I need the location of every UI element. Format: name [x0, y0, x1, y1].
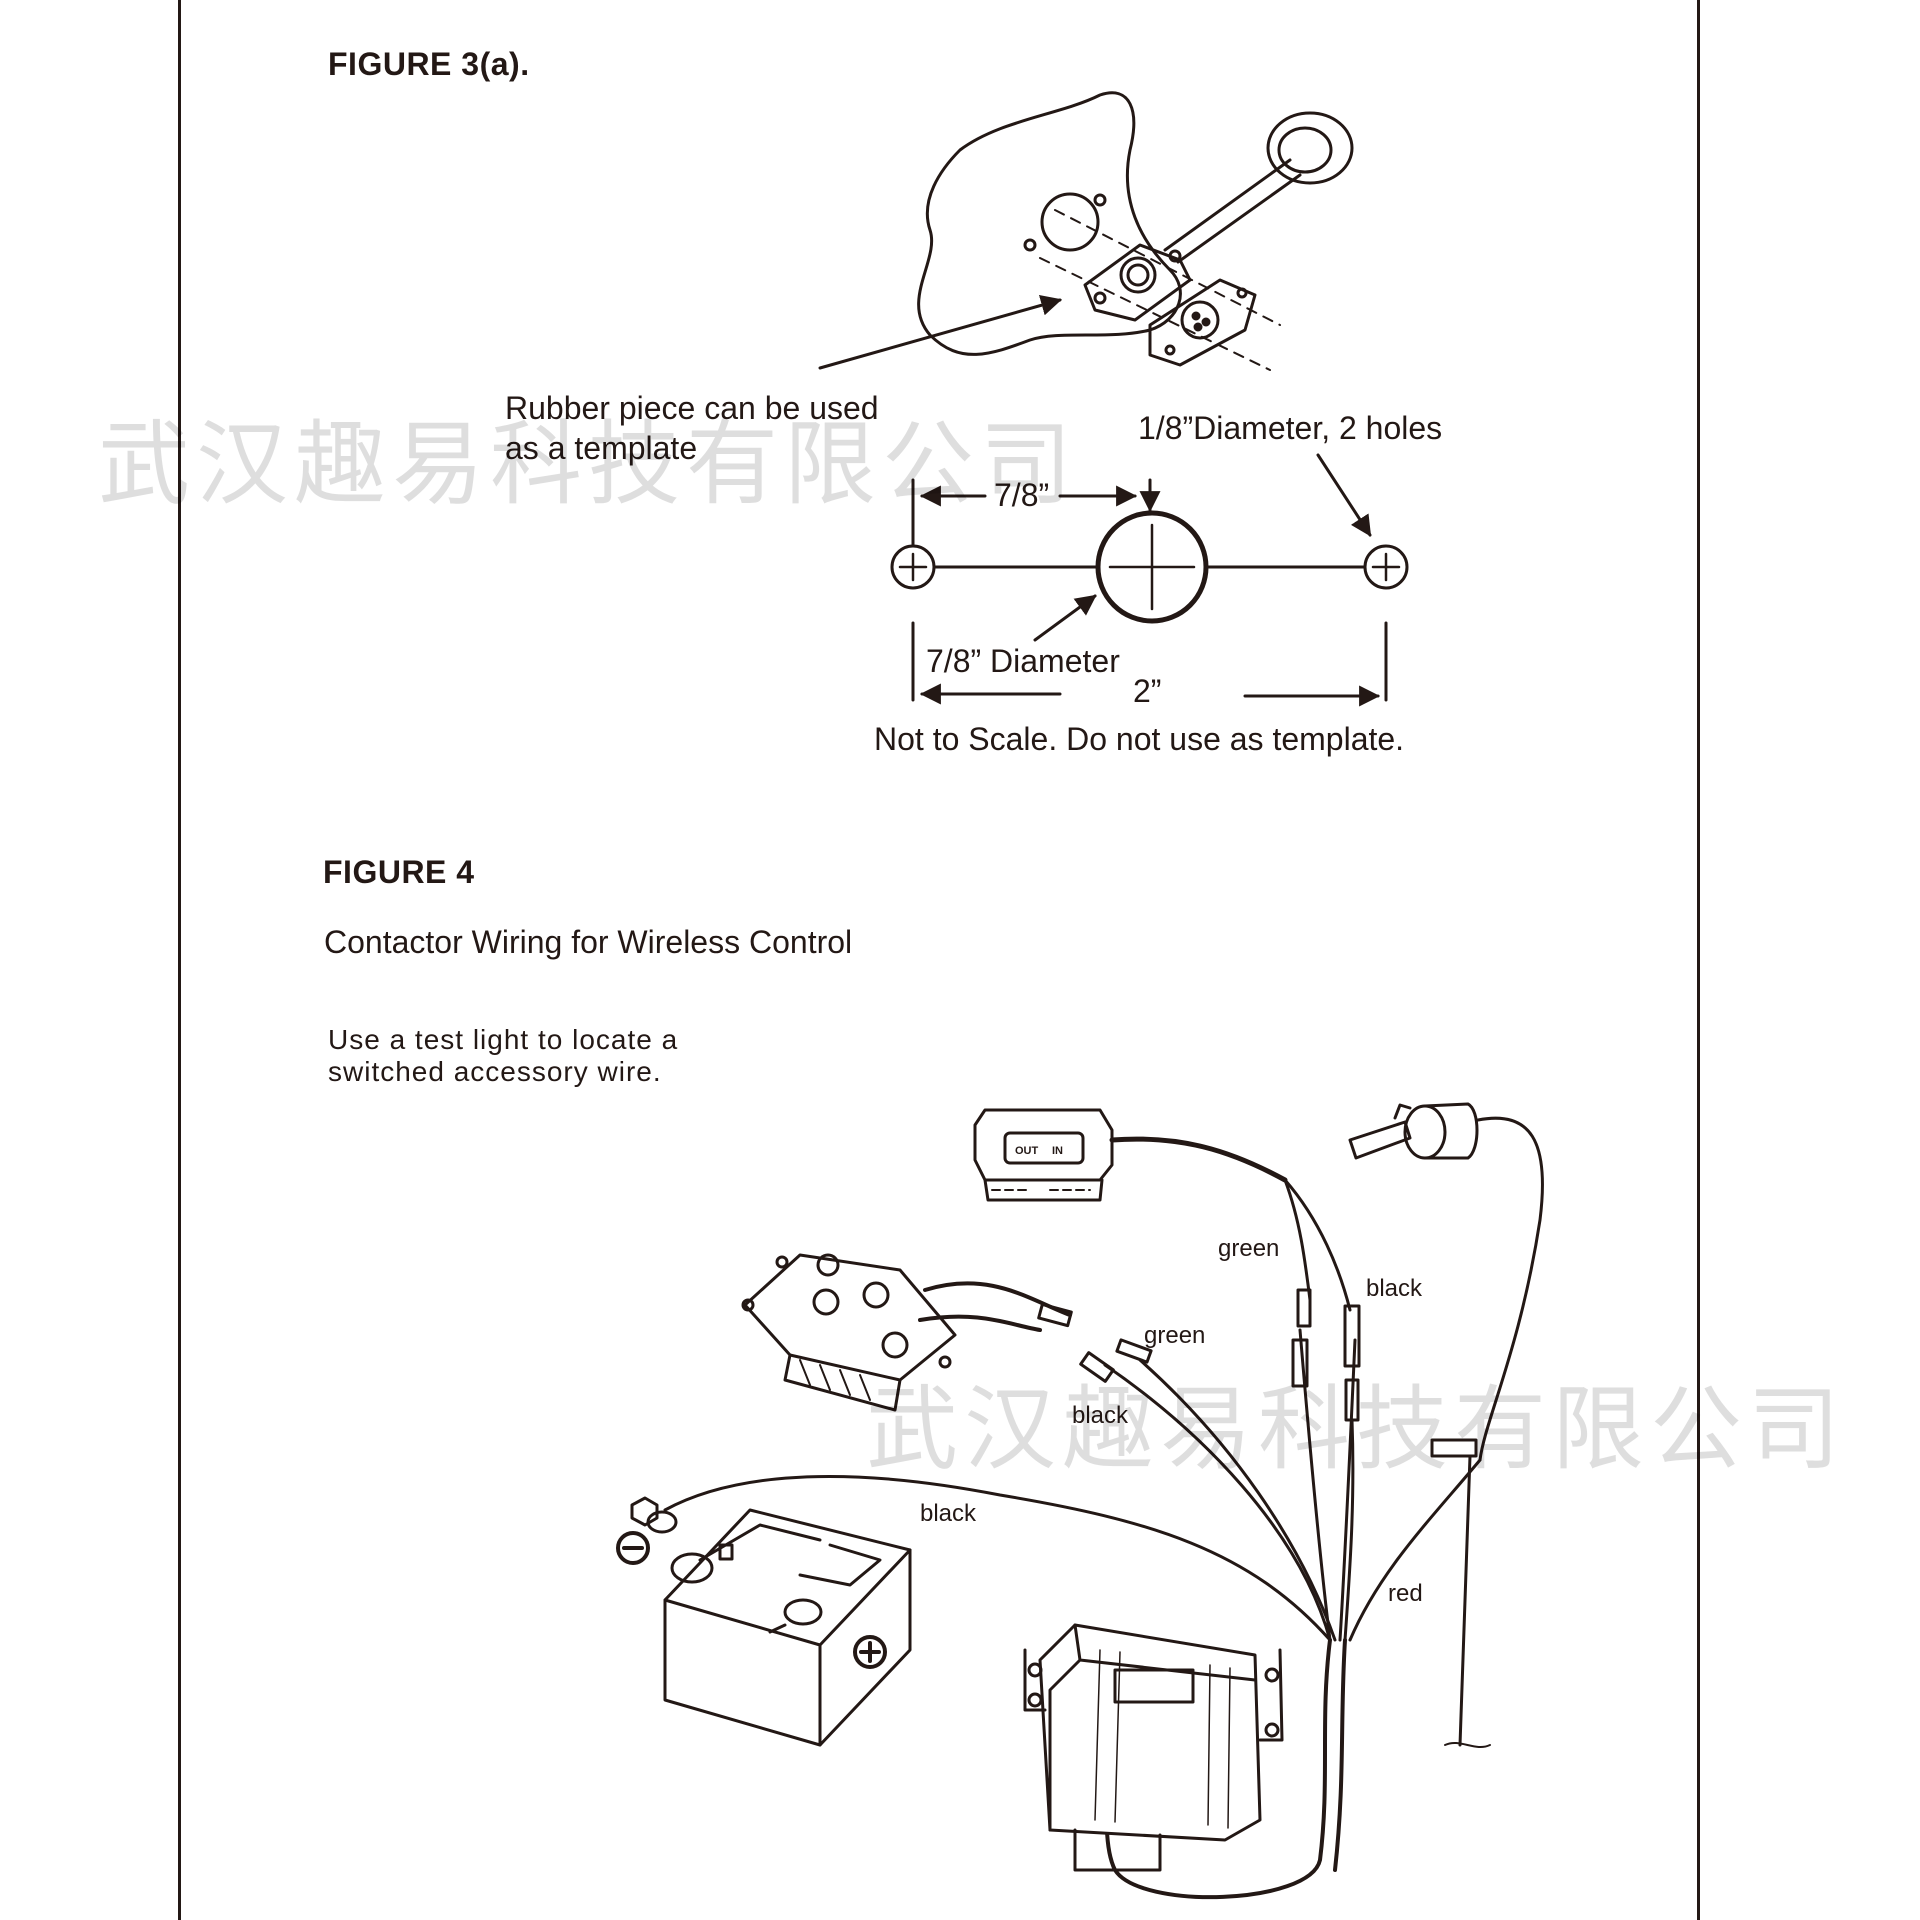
scale-note: Not to Scale. Do not use as template. [874, 721, 1405, 757]
center-diameter-label: 7/8” Diameter [926, 643, 1120, 679]
test-light-note-line1: Use a test light to locate a [328, 1024, 679, 1055]
positive-terminal-symbol [853, 1635, 887, 1669]
socket-plate [1148, 278, 1257, 367]
rubber-piece-label-line2: as a template [505, 430, 698, 466]
holes-callout-arrow [1316, 453, 1372, 537]
contactor [741, 1253, 957, 1412]
battery-ground-wire [663, 1474, 1332, 1642]
connector-green-harness [1115, 1338, 1153, 1364]
mounting-illustration [818, 91, 1354, 371]
page-border-left [178, 0, 181, 1920]
wireless-control-box [1023, 1623, 1284, 1872]
total-width-label: 2” [1133, 673, 1162, 709]
wire-label-red: red [1388, 1580, 1423, 1607]
ground-clip [1430, 1438, 1478, 1458]
terminal-nut [630, 1496, 659, 1527]
ground-lead [1458, 1454, 1472, 1747]
switch-cable [1109, 1136, 1288, 1183]
template-dimension-drawing [890, 453, 1409, 707]
plug-cap [1266, 111, 1354, 185]
test-light-note: Use a test light to locate a switched ac… [328, 1024, 678, 1088]
panel-hole [1040, 192, 1100, 252]
ignition-wire [1476, 1116, 1544, 1462]
connector-black-contactor [1079, 1351, 1115, 1383]
page-border-right [1697, 0, 1700, 1920]
connector-green-contactor [1037, 1302, 1073, 1328]
wire-label-black-top: black [1366, 1275, 1423, 1302]
figure-4-title: FIGURE 4 [323, 854, 475, 890]
switch-out-text: OUT [1015, 1145, 1039, 1157]
battery [616, 1496, 912, 1747]
holes-diameter-label: 1/8”Diameter, 2 holes [1138, 410, 1443, 446]
ignition-key-switch [1348, 1102, 1544, 1462]
connector-black-top [1343, 1304, 1361, 1368]
center-spacing-label: 7/8” [994, 477, 1050, 513]
wire-label-black-mid: black [1072, 1402, 1129, 1429]
rubber-callout-arrow [818, 295, 1063, 370]
control-box-plug [1073, 1828, 1162, 1872]
wire-label-green-top: green [1218, 1235, 1280, 1262]
handlebar-switch: OUT IN [973, 1108, 1114, 1202]
test-light-note-line2: switched accessory wire. [328, 1056, 662, 1087]
diameter-callout-arrow [1033, 594, 1097, 642]
rubber-piece-label-line1: Rubber piece can be used [505, 390, 879, 426]
wire-label-green-mid: green [1144, 1322, 1206, 1349]
connector-green-top [1296, 1288, 1312, 1328]
alignment-dashes [1039, 209, 1281, 371]
wire-label-black-battery: black [920, 1500, 977, 1527]
tether-strap [1163, 158, 1302, 264]
wiring-diagram: OUT IN [616, 1102, 1544, 1900]
negative-terminal-symbol [616, 1531, 650, 1565]
rubber-piece-label: Rubber piece can be used as a template [505, 388, 879, 468]
figure-3a-title: FIGURE 3(a). [328, 46, 530, 82]
figure-4-subtitle: Contactor Wiring for Wireless Control [324, 924, 853, 960]
switch-in-text: IN [1052, 1145, 1063, 1157]
